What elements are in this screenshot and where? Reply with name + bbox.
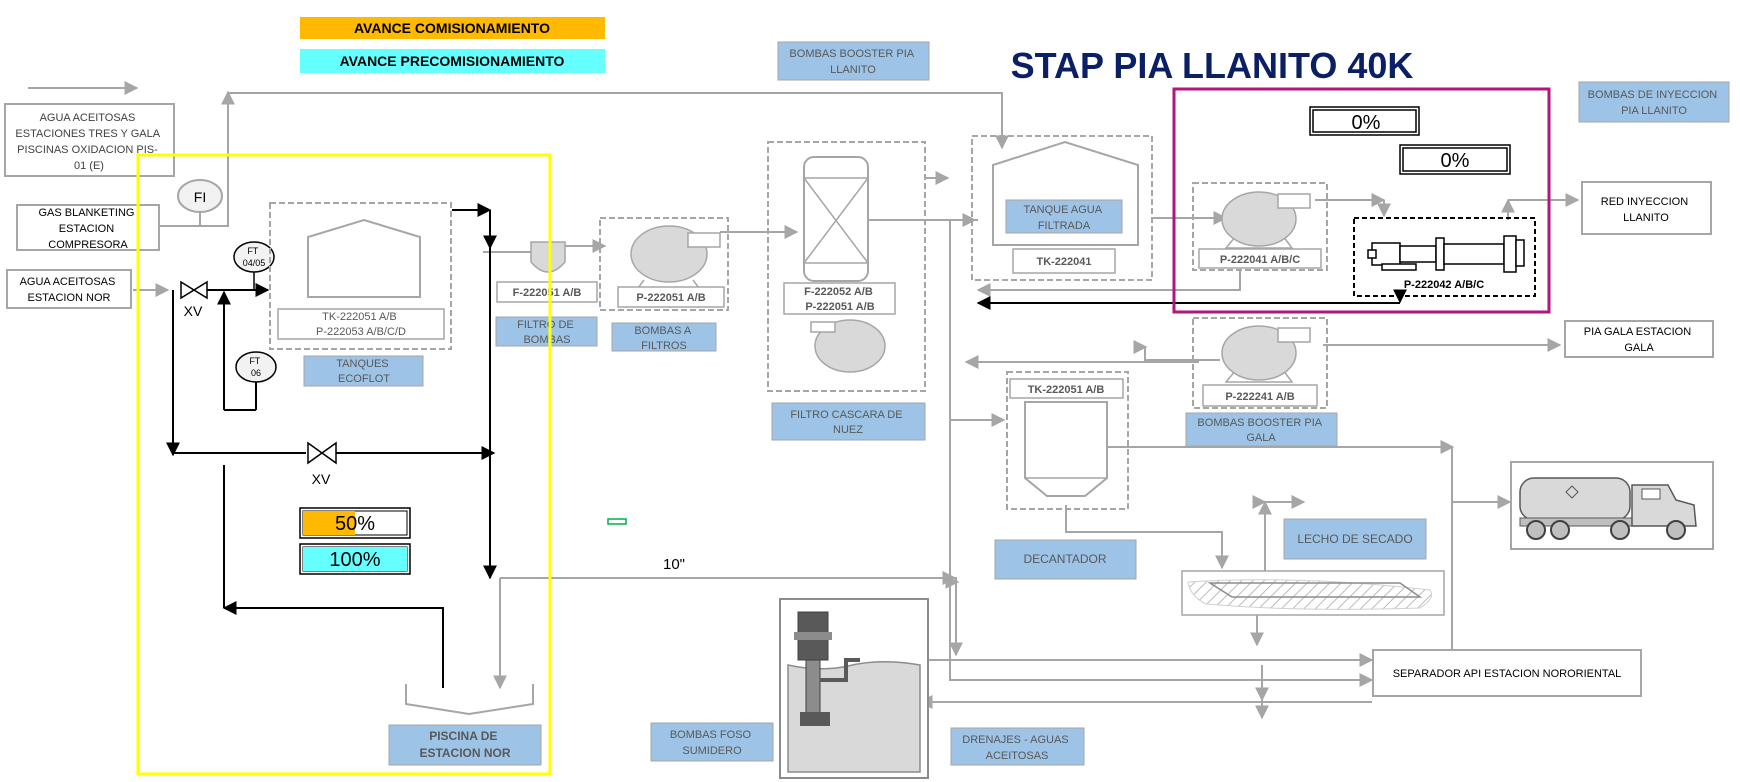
diagram-title: STAP PIA LLANITO 40K xyxy=(1011,45,1414,86)
nor-progress-precommissioning: 100% xyxy=(299,543,411,575)
decanter-tk-222051: TK-222051 A/B xyxy=(1006,371,1129,510)
svg-text:AGUA ACEITOSAS ESTACIONE: AGUA ACEITOSAS ESTACIONES TRES Y GALA PI… xyxy=(15,112,162,172)
destination-separador-api: SEPARADOR API ESTACION NORORIENTAL xyxy=(1372,649,1642,697)
svg-text:FILTRO CASCARA DE NUEZ: FILTRO CASCARA DE NUEZ xyxy=(790,409,905,436)
label-lecho-secado: LECHO DE SECADO xyxy=(1283,518,1427,560)
destination-red-inyeccion: RED INYECCION LLANITO xyxy=(1581,181,1712,235)
label-filtro-cascara: FILTRO CASCARA DE NUEZ xyxy=(771,402,926,441)
svg-text:TANQUES ECOFLOT: TANQUES ECOFLOT xyxy=(336,358,391,385)
source-gas-blanketing: GAS BLANKETING ESTACION COMPRESORA xyxy=(16,204,160,251)
label-drenajes: DRENAJES - AGUAS ACEITOSAS xyxy=(950,727,1085,766)
svg-text:P-222241 A/B: P-222241 A/B xyxy=(1225,391,1294,403)
xv-valve-1: XV xyxy=(180,280,208,319)
label-tanques-ecoflot: TANQUES ECOFLOT xyxy=(303,355,424,387)
svg-text:XV: XV xyxy=(184,303,203,319)
black-process-lines xyxy=(166,203,1407,688)
svg-text:XV: XV xyxy=(312,471,331,487)
pump-p-222042: P-222042 A/B/C xyxy=(1353,217,1536,297)
legend-precommissioning-swatch xyxy=(300,49,605,73)
label-filtro-bombas: FILTRO DE BOMBAS xyxy=(495,316,598,347)
svg-text:BOMBAS BOOSTER PIA LLANI: BOMBAS BOOSTER PIA LLANITO xyxy=(789,48,916,76)
fi-instrument: FI xyxy=(177,179,223,226)
svg-text:DECANTADOR: DECANTADOR xyxy=(1023,552,1106,566)
svg-text:F-222051 A/B: F-222051 A/B xyxy=(513,287,582,299)
svg-text:LECHO DE SECADO: LECHO DE SECADO xyxy=(1297,532,1412,546)
svg-text:0%: 0% xyxy=(1352,112,1381,134)
grey-process-lines xyxy=(28,81,1580,720)
svg-text:0%: 0% xyxy=(1441,150,1470,172)
nor-highlight-box xyxy=(136,153,552,776)
source-agua-aceitosas-nor: AGUA ACEITOSAS ESTACION NOR xyxy=(6,269,132,309)
pump-p-222041: P-222041 A/B/C xyxy=(1192,182,1328,271)
label-bombas-booster-gala: BOMBAS BOOSTER PIA GALA xyxy=(1185,412,1338,447)
label-bombas-booster-llanito: BOMBAS BOOSTER PIA LLANITO xyxy=(777,41,930,81)
svg-text:FT 04/05: FT 04/05 xyxy=(243,246,266,268)
legend-commissioning-swatch xyxy=(300,17,605,39)
svg-text:GAS BLANKETING ESTACION: GAS BLANKETING ESTACION COMPRESORA xyxy=(38,207,137,251)
svg-text:TK-222051 A/B: TK-222051 A/B xyxy=(1028,384,1105,396)
destination-pia-gala: PIA GALA ESTACION GALA xyxy=(1564,320,1714,358)
drying-bed xyxy=(1181,570,1445,616)
pipe-size-label: 10" xyxy=(663,556,685,573)
svg-text:P-222051 A/B: P-222051 A/B xyxy=(636,292,705,304)
svg-text:50%: 50% xyxy=(335,513,375,535)
sump-pit xyxy=(779,598,929,779)
injection-progress-2: 0% xyxy=(1399,144,1511,175)
svg-text:TANQUE AGUA FILTRADA: TANQUE AGUA FILTRADA xyxy=(1023,204,1104,232)
svg-text:BOMBAS FOSO SUMIDERO: BOMBAS FOSO SUMIDERO xyxy=(670,729,754,757)
svg-text:FT 06: FT 06 xyxy=(249,356,262,378)
svg-text:P-222041 A/B/C: P-222041 A/B/C xyxy=(1220,254,1300,266)
svg-text:AGUA ACEITOSAS ESTACION: AGUA ACEITOSAS ESTACION NOR xyxy=(20,276,119,304)
svg-text:FI: FI xyxy=(194,189,206,205)
svg-text:PISCINA DE ESTACION NOR: PISCINA DE ESTACION NOR xyxy=(419,729,510,760)
truck-icon xyxy=(1510,461,1714,550)
label-decantador: DECANTADOR xyxy=(994,539,1137,580)
pool-estacion-nor: PISCINA DE ESTACION NOR xyxy=(388,684,542,766)
tank-tk-222041: TANQUE AGUA FILTRADA TK-222041 xyxy=(971,135,1153,281)
svg-text:100%: 100% xyxy=(329,549,380,571)
filter-f-222051: F-222051 A/B xyxy=(496,241,598,303)
svg-text:PIA GALA ESTACION GALA: PIA GALA ESTACION GALA xyxy=(1584,326,1694,354)
label-bombas-a-filtros: BOMBAS A FILTROS xyxy=(611,322,717,352)
injection-highlight-box xyxy=(1172,87,1551,314)
legend-precommissioning-label: AVANCE PRECOMISIONAMIENTO xyxy=(340,53,565,69)
label-bombas-inyeccion-llanito: BOMBAS DE INYECCION PIA LLANITO xyxy=(1578,81,1730,123)
tank-tk-222051: TK-222051 A/B P-222053 A/B/C/D xyxy=(269,202,452,350)
nor-commissioning-fill xyxy=(303,511,355,535)
injection-progress-1: 0% xyxy=(1309,106,1420,136)
svg-text:BOMBAS DE INYECCION PIA: BOMBAS DE INYECCION PIA LLANITO xyxy=(1588,89,1721,117)
svg-text:RED INYECCION LLANITO: RED INYECCION LLANITO xyxy=(1601,196,1691,224)
legend: AVANCE COMISIONAMIENTO AVANCE PRECOMISIO… xyxy=(300,17,605,73)
svg-text:P-222042 A/B/C: P-222042 A/B/C xyxy=(1404,279,1484,291)
ft-0405-instrument: FT 04/05 xyxy=(233,241,275,290)
small-marker xyxy=(607,518,627,525)
xv-valve-2: XV xyxy=(307,441,337,487)
svg-text:TK-222041: TK-222041 xyxy=(1036,256,1091,268)
svg-text:FILTRO DE BOMBAS: FILTRO DE BOMBAS xyxy=(517,319,577,346)
ft-06-instrument: FT 06 xyxy=(235,351,277,383)
svg-text:DRENAJES - AGUAS ACEITOS: DRENAJES - AGUAS ACEITOSAS xyxy=(962,734,1071,762)
nor-progress-commissioning: 50% xyxy=(299,507,411,539)
filter-f-222052: F-222052 A/B P-222051 A/B xyxy=(767,141,926,392)
nor-precommissioning-fill xyxy=(303,547,407,571)
legend-commissioning-label: AVANCE COMISIONAMIENTO xyxy=(354,20,550,36)
pump-p-222241: P-222241 A/B xyxy=(1192,317,1328,409)
svg-text:BOMBAS A FILTROS: BOMBAS A FILTROS xyxy=(634,325,693,352)
label-bombas-foso: BOMBAS FOSO SUMIDERO xyxy=(650,722,774,762)
svg-text:TK-222051 A/B P-222053 A: TK-222051 A/B P-222053 A/B/C/D xyxy=(316,311,406,338)
svg-text:BOMBAS BOOSTER PIA GALA: BOMBAS BOOSTER PIA GALA xyxy=(1197,417,1324,444)
svg-text:F-222052 A/B P-222051 A/: F-222052 A/B P-222051 A/B xyxy=(804,286,876,313)
svg-text:SEPARADOR API ESTACION NORORIE: SEPARADOR API ESTACION NORORIENTAL xyxy=(1393,668,1622,680)
pump-p-222051: P-222051 A/B xyxy=(599,217,729,311)
source-agua-aceitosas-tres-gala: AGUA ACEITOSAS ESTACIONES TRES Y GALA PI… xyxy=(4,103,175,177)
